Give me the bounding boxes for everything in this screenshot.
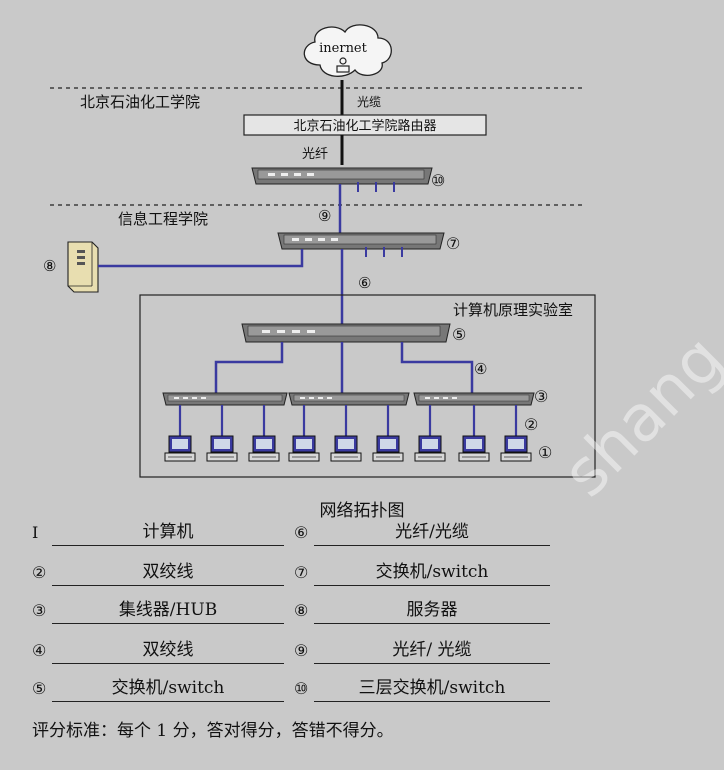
answer-text: 光纤/光缆	[314, 521, 550, 546]
scoring-criteria: 评分标准：每个 1 分，答对得分，答错不得分。	[32, 721, 394, 741]
computer-icon	[458, 435, 490, 462]
marker-8: ⑧	[43, 257, 56, 275]
answer-text: 三层交换机/switch	[314, 677, 550, 702]
server-icon	[67, 241, 99, 293]
answer-text: 双绞线	[52, 639, 284, 664]
answer-text: 双绞线	[52, 561, 284, 586]
answer-number: ⑥	[294, 523, 309, 542]
marker-10: ⑩	[431, 171, 445, 190]
computer-icon	[372, 435, 404, 462]
marker-4: ④	[474, 360, 487, 378]
lab-name: 计算机原理实验室	[453, 301, 573, 319]
hub-link-left	[214, 342, 284, 393]
marker-5: ⑤	[452, 325, 466, 344]
answer-text: 交换机/switch	[314, 561, 550, 586]
answer-row: ④ 双绞线 ⑨ 光纤/ 光缆	[32, 639, 552, 665]
cable-label-top: 光缆	[357, 95, 381, 109]
answer-text: 服务器	[314, 599, 550, 624]
answer-row: Ⅰ 计算机 ⑥ 光纤/光缆	[32, 521, 552, 547]
modem-icon	[336, 57, 350, 73]
answer-number: ②	[32, 563, 47, 582]
lab-box	[139, 294, 596, 478]
answer-text: 计算机	[52, 521, 284, 546]
router-label: 北京石油化工学院路由器	[293, 118, 436, 134]
answer-number: ⑦	[294, 563, 309, 582]
answer-number: ⑩	[294, 679, 309, 698]
hub-right-icon	[413, 392, 535, 406]
fiber-label: 光纤	[302, 147, 328, 162]
hub-left-icon	[162, 392, 288, 406]
marker-6: ⑥	[358, 274, 371, 292]
computer-icon	[330, 435, 362, 462]
computer-icon	[414, 435, 446, 462]
answer-number: ③	[32, 601, 47, 620]
answer-row: ⑤ 交换机/switch ⑩ 三层交换机/switch	[32, 677, 552, 703]
answer-number: ⑤	[32, 679, 47, 698]
server-link	[98, 249, 304, 268]
computer-icon	[206, 435, 238, 462]
answer-text: 交换机/switch	[52, 677, 284, 702]
answer-number: ⑧	[294, 601, 309, 620]
switch-5-icon	[241, 323, 451, 343]
switch-7-icon	[277, 232, 445, 257]
school-name: 北京石油化工学院	[80, 93, 200, 111]
answer-number: ⑨	[294, 641, 309, 660]
diagram-caption: 网络拓扑图	[319, 501, 405, 521]
dept-name: 信息工程学院	[118, 210, 208, 228]
computer-icon	[288, 435, 320, 462]
answer-row: ③ 集线器/HUB ⑧ 服务器	[32, 599, 552, 625]
answer-row: ② 双绞线 ⑦ 交换机/switch	[32, 561, 552, 587]
cloud-label: inernet	[319, 41, 368, 56]
answer-text: 集线器/HUB	[52, 599, 284, 624]
marker-7: ⑦	[446, 234, 460, 253]
marker-3: ③	[534, 387, 548, 406]
network-topology-diagram: inernet 光缆 北京石油化工学院 北京石油化工学院路由器 光纤 ⑩ ⑨ 信…	[43, 24, 596, 478]
hub-link-right	[400, 342, 474, 393]
answer-number: Ⅰ	[32, 523, 39, 542]
marker-9: ⑨	[318, 207, 331, 225]
computer-icon	[248, 435, 280, 462]
internet-cloud-icon	[303, 24, 392, 77]
marker-1: ①	[538, 443, 552, 462]
marker-2: ②	[524, 415, 538, 434]
computers-group	[164, 435, 532, 462]
twisted-pair-links	[178, 405, 518, 436]
computer-icon	[164, 435, 196, 462]
computer-icon	[500, 435, 532, 462]
hub-middle-icon	[288, 392, 410, 406]
router-box	[243, 114, 487, 136]
l3-switch-icon	[251, 167, 433, 192]
answer-number: ④	[32, 641, 47, 660]
answer-text: 光纤/ 光缆	[314, 639, 550, 664]
